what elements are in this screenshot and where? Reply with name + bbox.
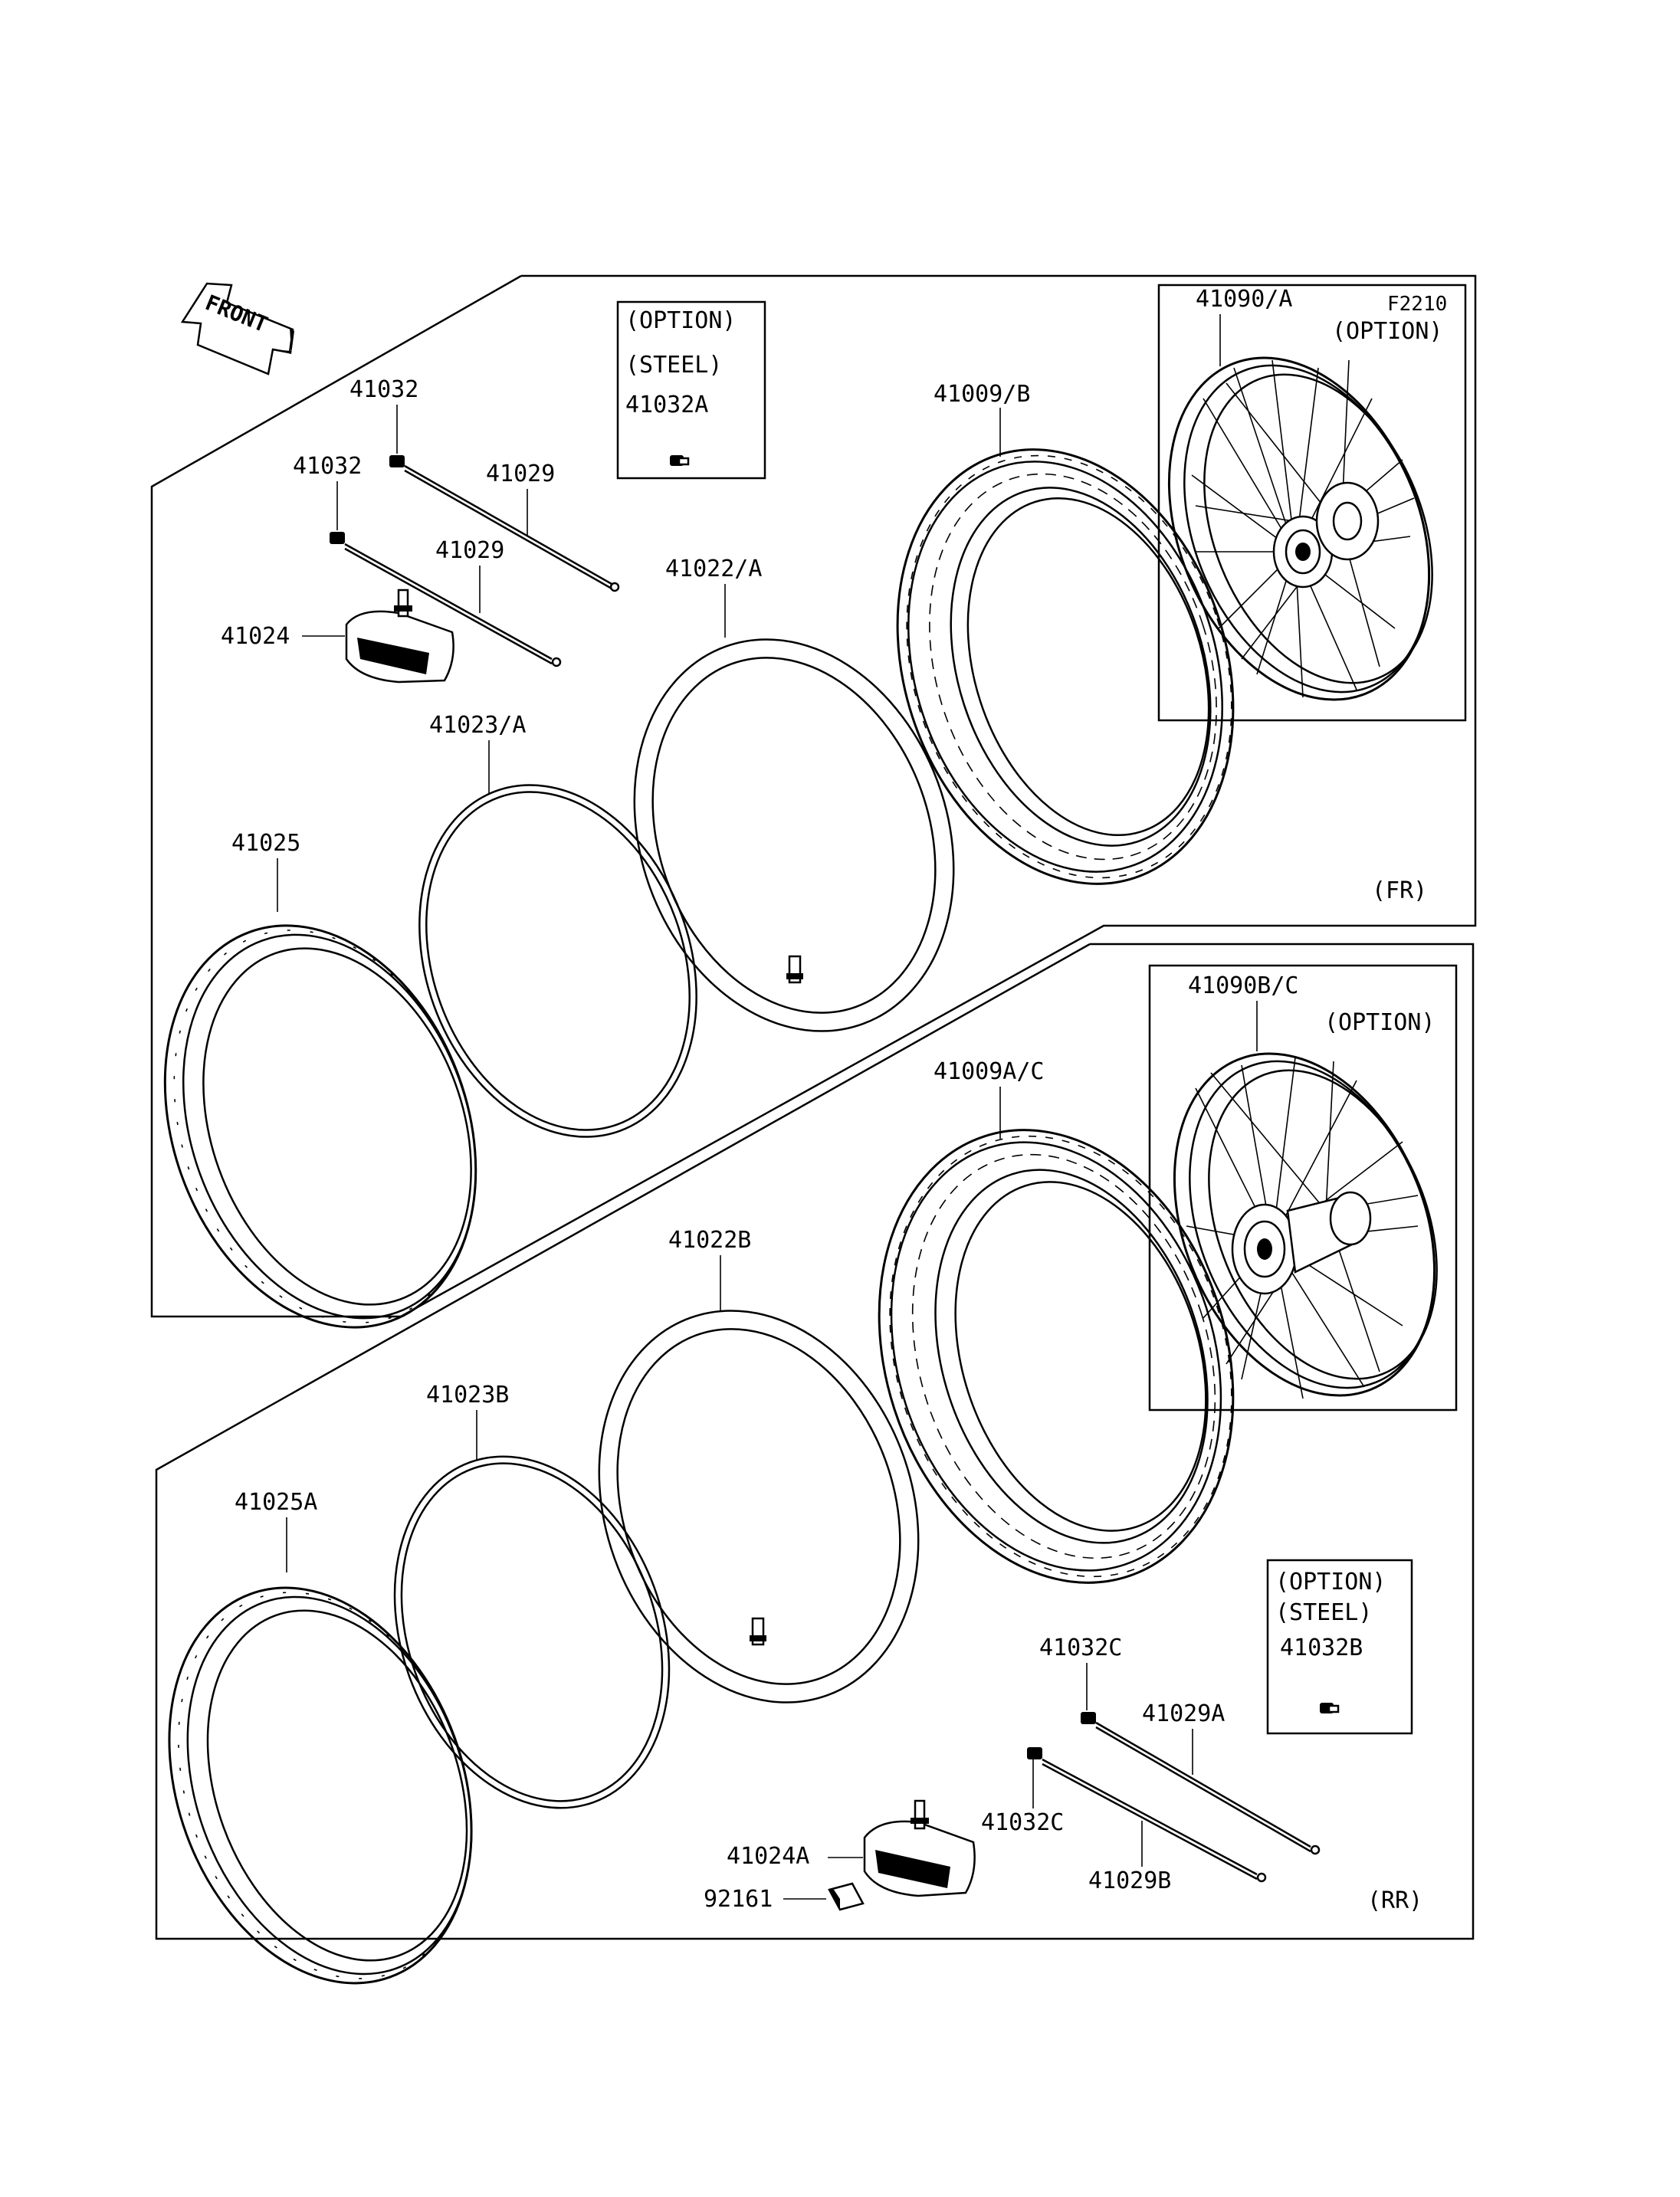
- front-option-box-part: 41032A: [625, 392, 708, 418]
- front-wheel-option-box: 41090/A (OPTION): [1157, 284, 1467, 722]
- front-spoke-upper-label: 41029: [486, 461, 555, 487]
- rear-steel-nipple-icon: [1320, 1703, 1340, 1713]
- rear-tube-valve-icon: [750, 1617, 766, 1646]
- front-direction-arrow: FRONT: [180, 282, 294, 375]
- front-rim-band-label: 41023/A: [429, 712, 526, 739]
- rear-rim-band-label: 41023B: [426, 1382, 509, 1408]
- rear-tire-label: 41009A/C: [934, 1058, 1045, 1085]
- rear-nipple-lower-label: 41032C: [981, 1809, 1064, 1836]
- front-tire-drawing: [896, 448, 1235, 885]
- front-rim-lock-label: 41024: [221, 623, 290, 650]
- rear-rim-drawing: [168, 1586, 473, 1985]
- front-rim-lock-drawing: [345, 589, 454, 684]
- rear-spoke-upper-drawing: [1095, 1721, 1321, 1855]
- rear-spoke-lower-drawing: [1042, 1758, 1267, 1883]
- front-nipple-lower-icon: [330, 532, 345, 544]
- rear-tire-drawing: [878, 1129, 1235, 1584]
- rear-wheel-option-box: 41090B/C (OPTION): [1148, 964, 1458, 1412]
- front-wheel-assy-label: 41090/A: [1196, 286, 1292, 313]
- rear-wheel-assy-label: 41090B/C: [1188, 972, 1299, 999]
- rear-wheel-assy-drawing: [1173, 1052, 1438, 1399]
- rear-spoke-upper-label: 41029A: [1142, 1700, 1225, 1727]
- rear-rim-lock-rubber-label: 92161: [704, 1886, 773, 1913]
- rear-section-frame: [155, 943, 1475, 1940]
- front-nipple-upper-label: 41032: [349, 376, 418, 403]
- front-rim-label: 41025: [231, 830, 300, 857]
- steel-nipple-icon: [670, 455, 690, 466]
- rear-nipple-lower-icon: [1027, 1747, 1042, 1759]
- front-spoke-upper-drawing: [404, 464, 620, 592]
- front-nipple-lower-label: 41032: [293, 453, 362, 480]
- front-wheel-assy-drawing: [1167, 356, 1433, 701]
- rear-rim-band-drawing: [393, 1455, 671, 1809]
- front-option-box-line1: (OPTION): [625, 307, 737, 334]
- front-nipple-upper-icon: [389, 455, 405, 467]
- rear-rim-label: 41025A: [235, 1489, 317, 1516]
- rear-tube-drawing: [598, 1310, 920, 1703]
- rear-nipple-upper-icon: [1081, 1712, 1096, 1724]
- rear-wheel-option-label: (OPTION): [1324, 1009, 1436, 1036]
- figure-code: F2210: [1387, 293, 1447, 316]
- rear-nipple-upper-label: 41032C: [1039, 1635, 1122, 1661]
- rear-option-box-part: 41032B: [1280, 1635, 1363, 1661]
- rear-option-box-line1: (OPTION): [1275, 1569, 1386, 1595]
- front-tire-label: 41009/B: [934, 381, 1030, 408]
- rear-rim-lock-drawing: [863, 1799, 976, 1897]
- rear-section-label: (RR): [1367, 1887, 1422, 1914]
- front-option-box: (OPTION) (STEEL) 41032A: [616, 300, 766, 480]
- front-option-box-line2: (STEEL): [625, 352, 722, 379]
- rear-spoke-lower-label: 41029B: [1088, 1867, 1171, 1894]
- rim-lock-rubber-icon: [828, 1882, 865, 1911]
- front-spoke-lower-drawing: [344, 543, 562, 667]
- front-spoke-lower-label: 41029: [435, 537, 504, 564]
- front-wheel-option-label: (OPTION): [1332, 318, 1443, 345]
- rear-option-box-line2: (STEEL): [1275, 1599, 1372, 1626]
- front-section-label: (FR): [1372, 877, 1427, 904]
- front-tube-label: 41022/A: [665, 556, 762, 582]
- front-tube-drawing: [633, 638, 955, 1032]
- rear-option-box: (OPTION) (STEEL) 41032B: [1266, 1559, 1413, 1735]
- rear-rim-lock-label: 41024A: [727, 1843, 809, 1870]
- front-section-frame: [150, 274, 1477, 1318]
- front-rim-band-drawing: [418, 784, 697, 1138]
- rear-tube-label: 41022B: [668, 1227, 751, 1254]
- front-tube-valve-icon: [786, 955, 803, 984]
- front-rim-drawing: [163, 924, 477, 1329]
